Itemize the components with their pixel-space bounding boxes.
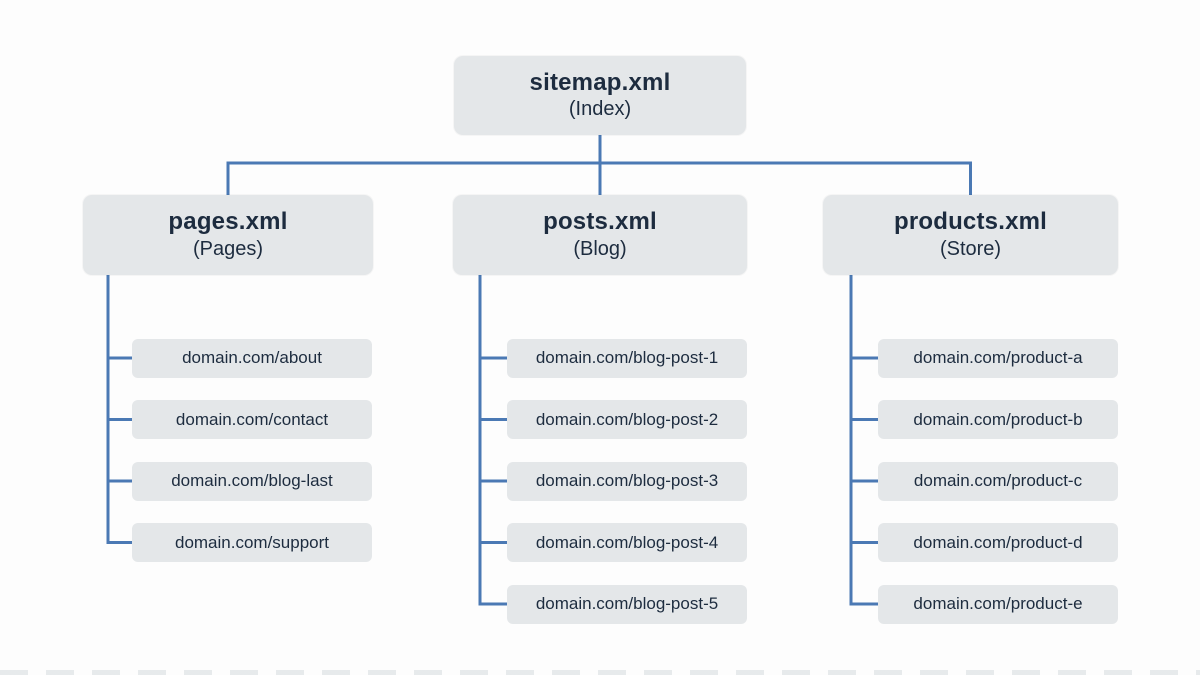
- bottom-edge-artifact: [0, 670, 1200, 675]
- leaf-url-text: domain.com/blog-post-1: [535, 348, 719, 367]
- leaf-url-text: domain.com/contact: [175, 409, 329, 429]
- node-subtitle: (Blog): [573, 237, 627, 260]
- leaf-url-text: domain.com/product-c: [913, 471, 1083, 490]
- leaf-url-text: domain.com/product-e: [913, 594, 1083, 613]
- node-title: pages.xml: [168, 208, 288, 236]
- leaf-url-text: domain.com/about: [182, 348, 322, 367]
- leaf-url-text: domain.com/blog-post-5: [535, 594, 719, 613]
- leaf-url-box: domain.com/blog-last: [132, 461, 372, 501]
- leaf-url-box: domain.com/product-d: [878, 523, 1118, 562]
- leaf-url-box: domain.com/product-c: [878, 461, 1118, 501]
- node-subtitle: (Index): [568, 98, 632, 121]
- node-title: products.xml: [893, 208, 1048, 236]
- leaf-url-text: domain.com/blog-post-2: [535, 409, 719, 429]
- leaf-url-text: domain.com/product-b: [913, 409, 1083, 429]
- leaf-url-box: domain.com/blog-post-4: [507, 523, 747, 562]
- node-subtitle: (Pages): [192, 237, 264, 260]
- node-pages-xml: pages.xml (Pages): [83, 195, 373, 275]
- leaf-url-box: domain.com/product-e: [878, 584, 1118, 624]
- node-products-xml: products.xml (Store): [823, 195, 1118, 275]
- leaf-url-text: domain.com/blog-post-3: [535, 471, 719, 490]
- leaf-url-text: domain.com/blog-last: [171, 471, 333, 490]
- leaf-url-text: domain.com/product-d: [913, 532, 1083, 552]
- leaf-url-box: domain.com/about: [132, 338, 372, 378]
- leaf-url-box: domain.com/blog-post-1: [507, 338, 747, 378]
- node-posts-xml: posts.xml (Blog): [453, 195, 747, 275]
- leaf-url-box: domain.com/blog-post-2: [507, 400, 747, 439]
- leaf-url-box: domain.com/blog-post-5: [507, 584, 747, 624]
- leaf-url-box: domain.com/contact: [132, 400, 372, 439]
- leaf-url-box: domain.com/product-b: [878, 400, 1118, 439]
- node-subtitle: (Store): [939, 237, 1002, 260]
- node-sitemap-index: sitemap.xml (Index): [454, 56, 746, 135]
- leaf-url-text: domain.com/support: [174, 532, 330, 552]
- leaf-url-box: domain.com/support: [132, 523, 372, 562]
- leaf-url-text: domain.com/blog-post-4: [535, 532, 719, 552]
- node-title: sitemap.xml: [529, 68, 671, 96]
- leaf-url-text: domain.com/product-a: [913, 348, 1083, 367]
- node-title: posts.xml: [543, 208, 657, 236]
- leaf-url-box: domain.com/blog-post-3: [507, 461, 747, 501]
- leaf-url-box: domain.com/product-a: [878, 338, 1118, 378]
